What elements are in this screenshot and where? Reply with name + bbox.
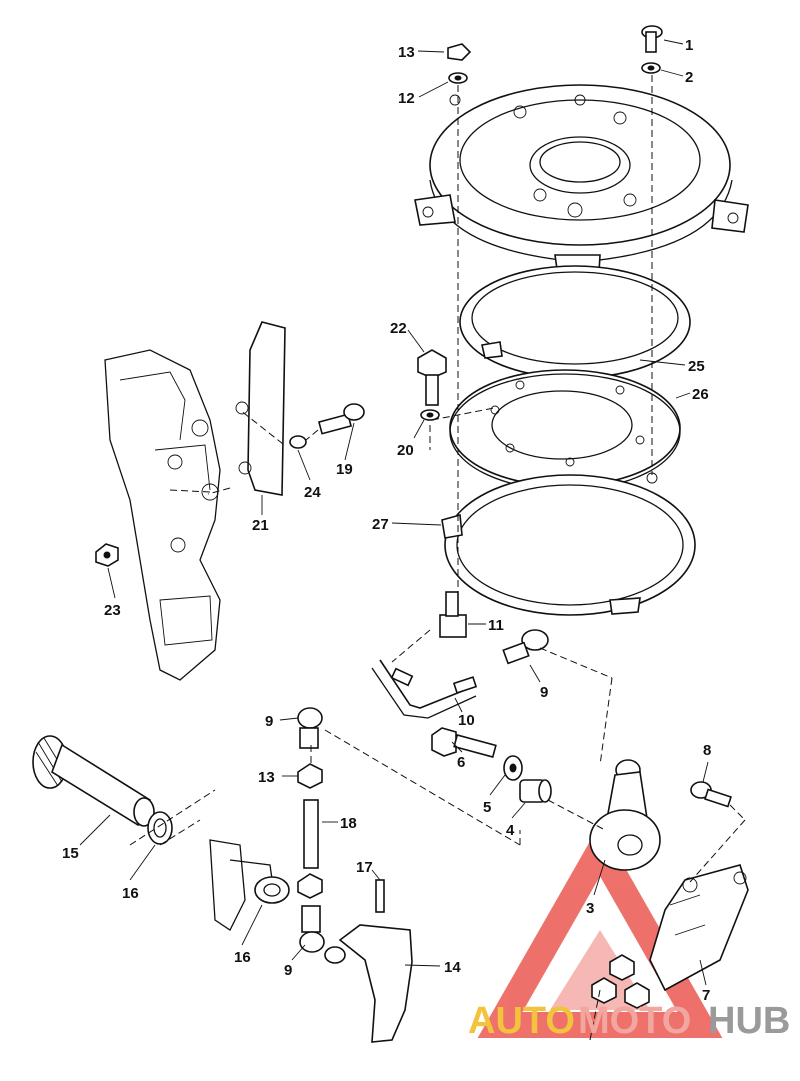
- callout-11: 11: [488, 617, 504, 634]
- bushing-16-lower: [254, 876, 290, 904]
- bolt-6: [431, 727, 497, 758]
- nut-lower-rod: [297, 873, 323, 899]
- screw-19: [317, 403, 365, 435]
- callout-24: 24: [304, 484, 321, 501]
- callout-9-left: 9: [265, 713, 273, 730]
- callout-labels: 1 2 13 12 22 25 26 20 19 24 21 27 23 11 …: [62, 37, 711, 1004]
- bushing-16-shaft: [147, 811, 173, 845]
- threaded-rod-18: [303, 799, 319, 869]
- callout-17: 17: [356, 859, 373, 876]
- callout-20: 20: [397, 442, 414, 459]
- leader-lines: [79, 39, 709, 986]
- ring-27: [441, 472, 696, 616]
- callout-5: 5: [483, 799, 491, 816]
- callout-27: 27: [372, 516, 389, 533]
- bolt-8: [690, 781, 732, 808]
- callout-10: 10: [458, 712, 475, 729]
- callout-9-upper: 9: [540, 684, 548, 701]
- stator-plate: [414, 84, 749, 291]
- engine-block-section: [104, 349, 221, 681]
- callout-3: 3: [586, 900, 594, 917]
- callout-2: 2: [685, 69, 693, 86]
- callout-18: 18: [340, 815, 357, 832]
- bracket-7: [649, 864, 749, 992]
- nut-23: [95, 543, 119, 567]
- swivel-9-bottom: [299, 905, 325, 953]
- callout-8: 8: [703, 742, 711, 759]
- callout-16-shaft: 16: [122, 885, 139, 902]
- nut-13-top: [447, 43, 472, 61]
- callout-25: 25: [688, 358, 705, 375]
- callout-14: 14: [444, 959, 461, 976]
- assembly-lines: [129, 75, 746, 1041]
- shaft-15: [51, 743, 155, 827]
- callout-23: 23: [104, 602, 121, 619]
- callout-9-bottom: 9: [284, 962, 292, 979]
- nut-13-lower: [297, 763, 323, 789]
- screw-1: [641, 25, 663, 53]
- callout-13-top: 13: [398, 44, 415, 61]
- plate-26: [449, 369, 681, 491]
- callout-1: 1: [685, 37, 693, 54]
- small-hardware-cluster: [591, 954, 650, 1009]
- ring-25: [459, 265, 691, 379]
- callout-4: 4: [506, 822, 515, 839]
- callout-7: 7: [702, 987, 710, 1004]
- watermark-hub: HUB: [708, 1000, 790, 1042]
- watermark-moto: MOTO: [578, 1000, 691, 1042]
- callout-26: 26: [692, 386, 709, 403]
- callout-22: 22: [390, 320, 407, 337]
- callout-15: 15: [62, 845, 79, 862]
- washer-2: [641, 62, 661, 74]
- callout-21: 21: [252, 517, 269, 534]
- callout-12: 12: [398, 90, 415, 107]
- spacer-24: [289, 435, 307, 449]
- washer-5: [503, 755, 523, 781]
- callout-16-lower: 16: [234, 949, 251, 966]
- washer-12: [448, 72, 468, 84]
- throttle-arm-3: [589, 759, 661, 871]
- spacer-4: [519, 779, 552, 803]
- fitting-11: [439, 591, 467, 638]
- watermark-text: AUTO MOTO HUB: [468, 1000, 790, 1042]
- washer-20: [420, 409, 440, 421]
- callout-13-lower: 13: [258, 769, 275, 786]
- lever-14: [324, 924, 413, 1043]
- swivel-9-upper: [502, 629, 549, 665]
- pin-17: [375, 879, 385, 913]
- swivel-9-left: [297, 707, 323, 749]
- watermark-auto: AUTO: [468, 1000, 575, 1042]
- callout-6: 6: [457, 754, 465, 771]
- link-rod-10: [371, 659, 478, 719]
- bolt-22: [417, 349, 447, 406]
- callout-19: 19: [336, 461, 353, 478]
- bracket-21: [235, 321, 286, 496]
